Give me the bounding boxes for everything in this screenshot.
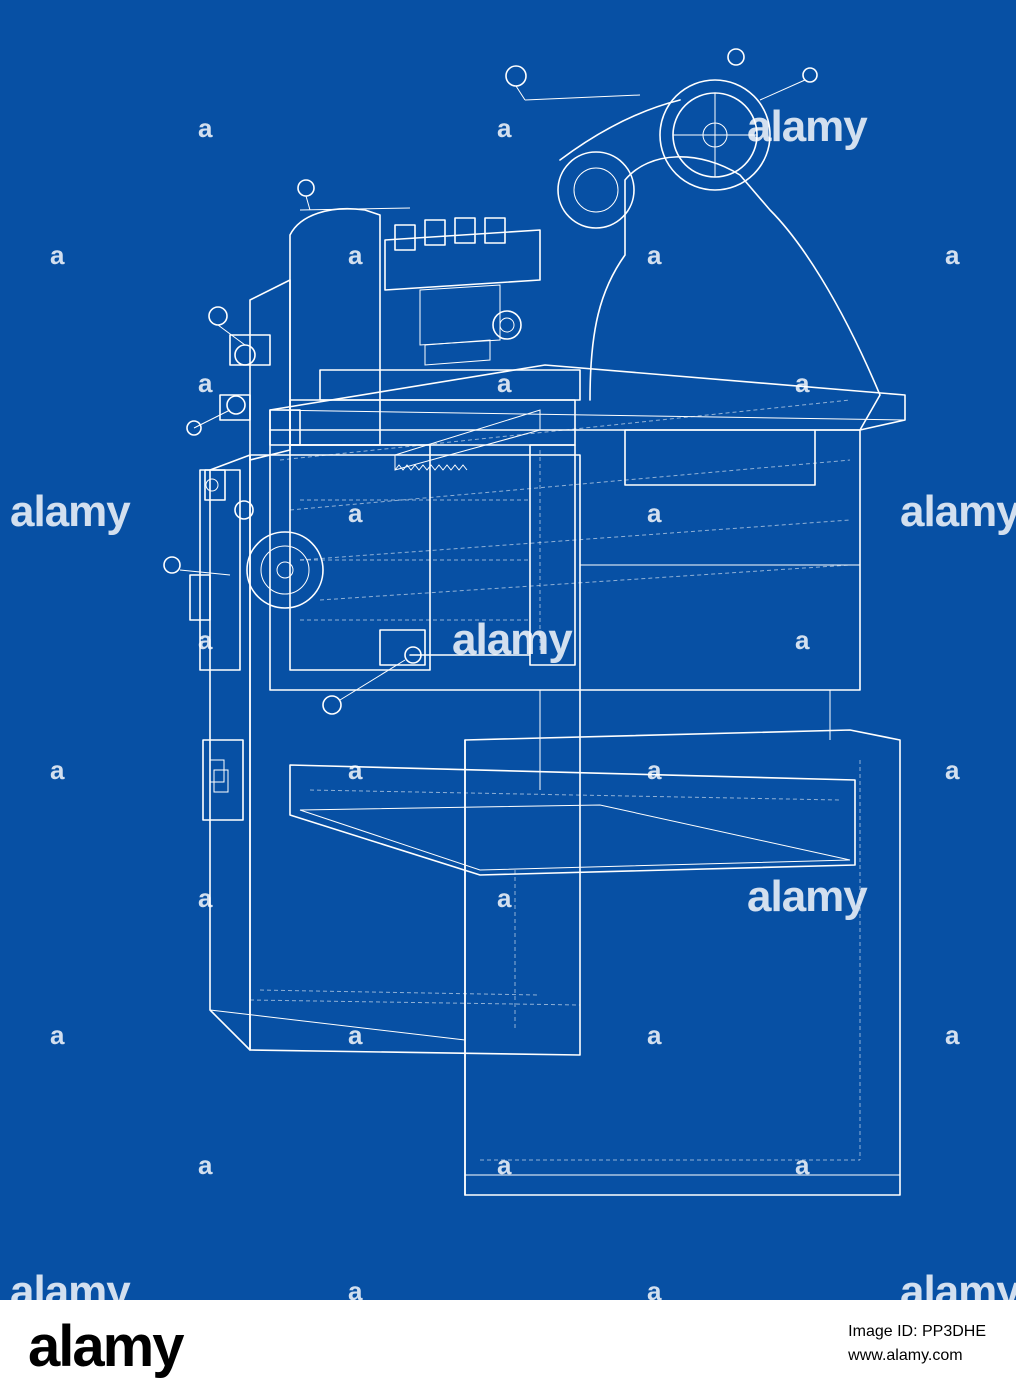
image-id-label: Image ID: PP3DHE	[848, 1323, 986, 1340]
apron	[246, 179, 531, 715]
footer-logo: alamy	[28, 1314, 184, 1379]
site-link[interactable]: www.alamy.com	[848, 1347, 963, 1364]
tool-post	[384, 217, 541, 366]
lathe-bed	[269, 364, 906, 790]
right-pedestal	[464, 729, 901, 1196]
chip-tray	[289, 740, 856, 876]
footer-bar: alamy Image ID: PP3DHE www.alamy.com	[0, 1300, 1016, 1390]
lathe-wireframe-drawing	[163, 48, 906, 1196]
blueprint-canvas: a a alamy a a a a a a a alamy a a alamy …	[0, 0, 1016, 1300]
headstock	[505, 48, 881, 486]
left-controls	[163, 279, 291, 671]
left-pedestal	[202, 454, 581, 1056]
footer-info: Image ID: PP3DHE www.alamy.com	[848, 1320, 986, 1368]
